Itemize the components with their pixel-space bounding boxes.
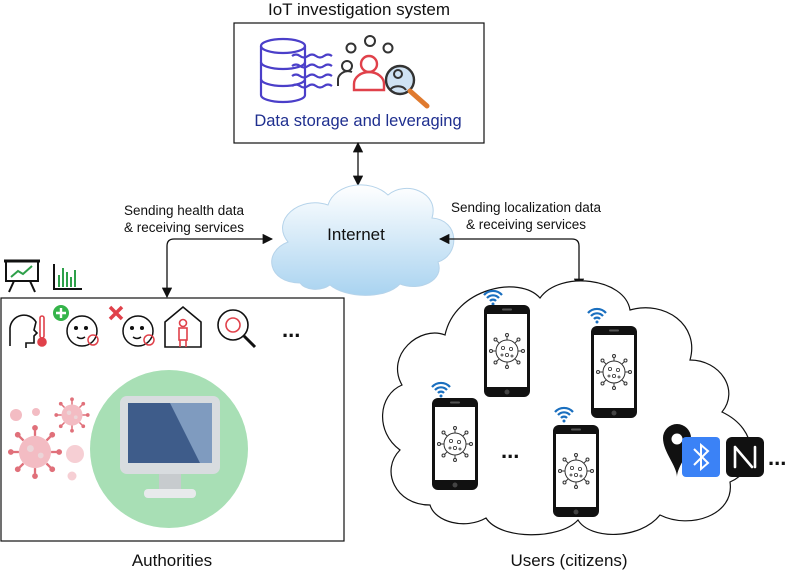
users-label: Users (citizens) (510, 551, 627, 570)
internet-cloud (271, 184, 455, 296)
person-infected-positive-icon (53, 305, 99, 347)
authorities-link-arrow (161, 233, 274, 299)
bluetooth-icon (682, 437, 720, 477)
home-quarantine-icon (164, 305, 202, 348)
virus-search-icon (217, 309, 257, 349)
tech-ellipsis: ... (768, 445, 786, 470)
database-icon (259, 37, 333, 104)
system-box (233, 22, 485, 144)
nfc-icon (726, 437, 764, 477)
users-link-arrow (438, 233, 585, 290)
smartphone-3 (430, 381, 478, 490)
monitor-icon (90, 370, 248, 528)
authorities-ellipsis: ... (282, 317, 300, 342)
bar-chart-icon (53, 264, 82, 290)
pink-virus-cluster (6, 396, 91, 481)
left-link-label-2: & receiving services (124, 220, 244, 235)
authorities-label: Authorities (132, 551, 212, 570)
system-box-label: Data storage and leveraging (254, 112, 461, 130)
right-link-label-2: & receiving services (466, 217, 586, 232)
presentation-board-icon (4, 259, 40, 293)
person-infected-negative-icon (108, 305, 155, 347)
person-temperature-icon (9, 314, 47, 348)
system-title: IoT investigation system (268, 0, 450, 19)
cloud-label: Internet (327, 225, 385, 244)
smartphone-1 (482, 289, 530, 397)
users-ellipsis: ... (501, 438, 519, 463)
right-link-label-1: Sending localization data (451, 200, 602, 215)
people-search-icon (336, 35, 430, 109)
left-link-label-1: Sending health data (124, 203, 245, 218)
location-pin-icon (663, 424, 691, 477)
